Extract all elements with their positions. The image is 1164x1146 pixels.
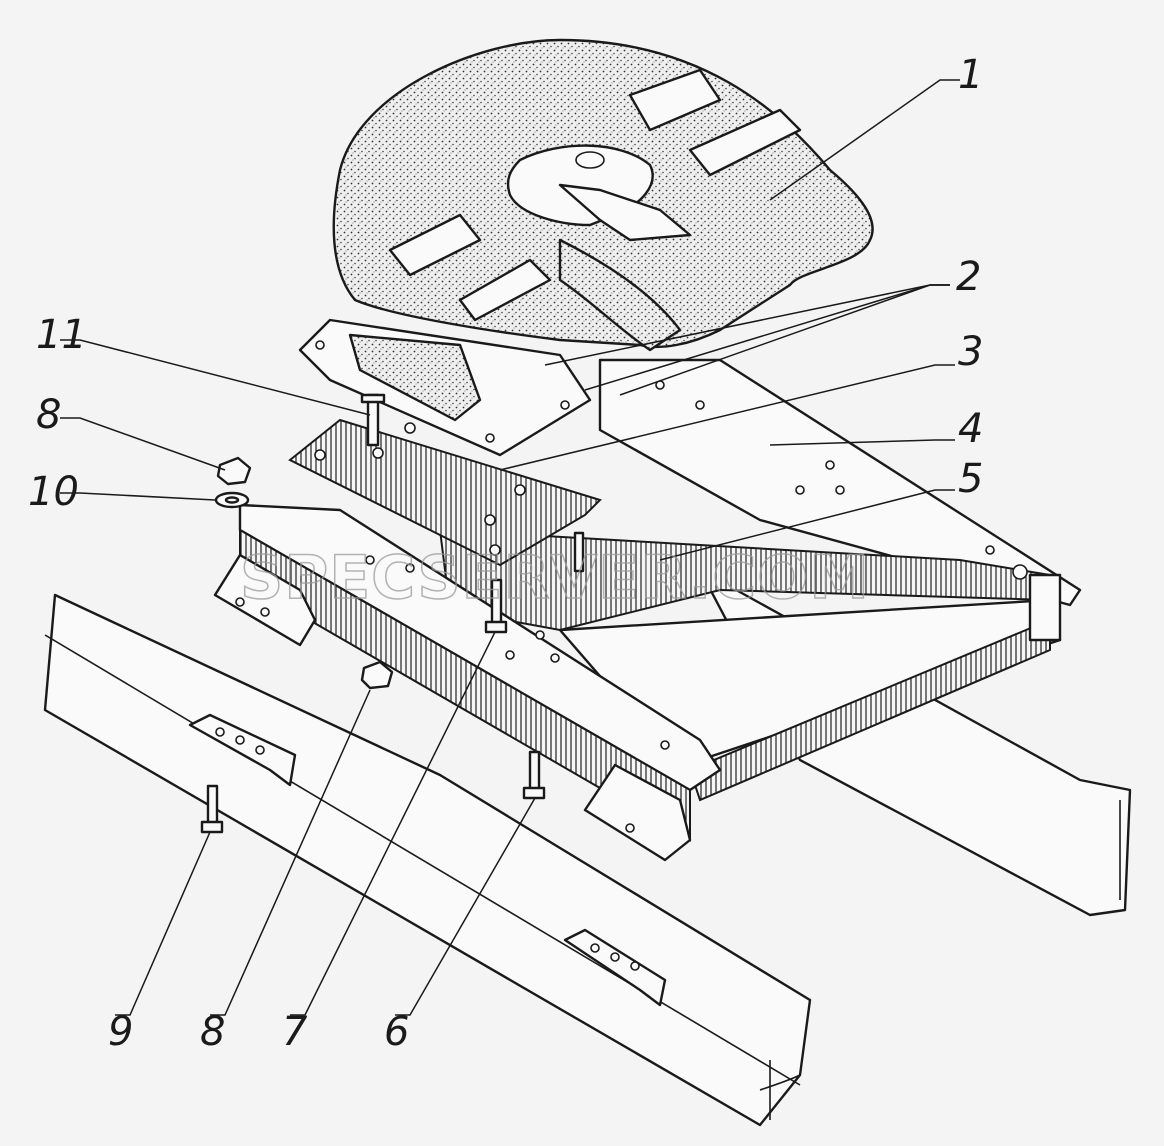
callout-3: 3 [958,329,983,375]
leader-lines [60,79,960,1016]
pedestal [298,318,592,457]
callout-11: 11 [36,312,87,358]
callout-4: 4 [958,406,983,452]
callout-1: 1 [958,52,983,98]
fifth-wheel-coupling [332,38,874,352]
callout-10: 10 [28,469,79,515]
clamp-bracket-lower [563,928,667,1007]
foot-bracket-right [583,763,692,862]
bolt-11 [360,393,386,447]
washer-10 [214,491,250,509]
bolt-upper-center [573,531,585,573]
clamp-bracket-upper [188,713,297,787]
bolt-7 [484,578,508,634]
watermark: SPECSERVER.COM [240,543,870,613]
callout-8-upper: 8 [36,392,61,438]
callout-8-lower: 8 [200,1009,225,1055]
bolt-9 [200,784,224,834]
base-plate [288,418,602,567]
callout-7: 7 [282,1009,308,1055]
callout-2: 2 [956,254,981,300]
callout-9: 9 [108,1009,133,1055]
bolt-6 [522,750,546,800]
callout-6: 6 [384,1009,409,1055]
nut-8-lower [360,660,394,690]
nut-8-upper [216,456,252,486]
foot-bracket-left [213,553,317,647]
callout-5: 5 [958,456,983,502]
